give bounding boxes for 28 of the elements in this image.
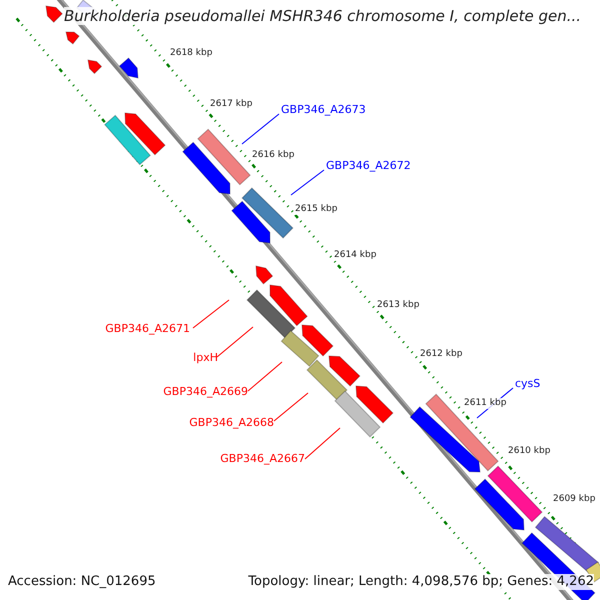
- scale-label: 2610 kbp: [508, 446, 550, 457]
- gene-label: GBP346_A2669: [163, 385, 248, 398]
- scale-label: 2613 kbp: [377, 300, 420, 311]
- scale-label: 2609 kbp: [553, 494, 596, 505]
- gene-label: GBP346_A2671: [105, 322, 190, 336]
- leader-line: [192, 300, 230, 328]
- leader-line: [274, 392, 308, 422]
- gene-label: GBP346_A2673: [281, 103, 366, 116]
- scale-label: 2616 kbp: [252, 150, 294, 161]
- gene-label: cysS: [515, 377, 540, 390]
- gene-label: lpxH: [193, 351, 218, 364]
- leader-line: [304, 428, 340, 460]
- accession-text: Accession: NC_012695: [8, 574, 156, 590]
- leader-line: [248, 362, 282, 392]
- scale-label: 2612 kbp: [420, 349, 462, 360]
- map-title: Burkholderia pseudomallei MSHR346 chromosome I, complete gen...: [64, 7, 582, 25]
- gene-label: GBP346_A2668: [189, 416, 274, 430]
- scale-label: 2615 kbp: [295, 204, 338, 215]
- scale-label: 2618 kbp: [170, 48, 212, 59]
- gene-label: GBP346_A2667: [220, 452, 305, 466]
- gene-label: GBP346_A2672: [326, 159, 411, 172]
- leader-line: [290, 170, 324, 196]
- leader-line: [242, 114, 280, 144]
- summary-text: Topology: linear; Length: 4,098,576 bp; Genes: 4,262: [248, 574, 594, 590]
- scale-label: 2614 kbp: [334, 250, 376, 261]
- leader-line: [216, 326, 254, 358]
- scale-label: 2617 kbp: [210, 99, 252, 110]
- scale-label: 2611 kbp: [464, 398, 506, 409]
